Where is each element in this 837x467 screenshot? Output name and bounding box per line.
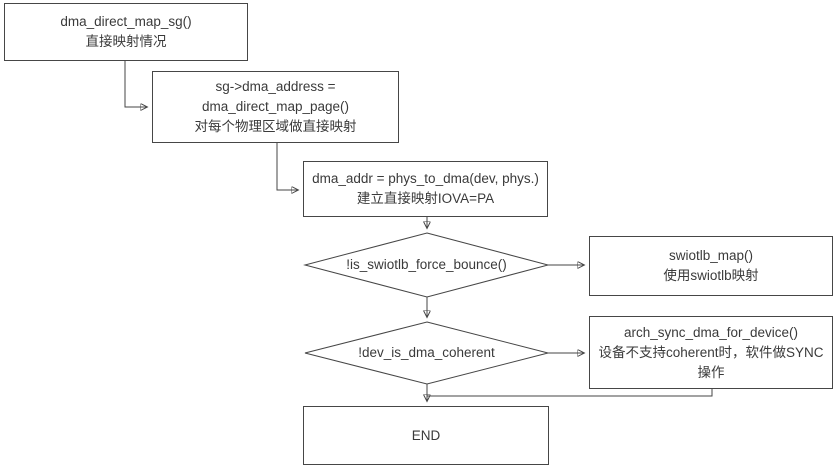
node-phys-to-dma: dma_addr = phys_to_dma(dev, phys.) 建立直接映…: [303, 161, 548, 217]
node-phys-to-dma-desc: 建立直接映射IOVA=PA: [356, 191, 495, 206]
edge-arch-sync-to-end: [427, 389, 713, 397]
node-end: END: [303, 406, 549, 465]
node-arch-sync: arch_sync_dma_for_device() 设备不支持coherent…: [589, 316, 833, 389]
node-swiotlb-map-desc: 使用swiotlb映射: [663, 268, 759, 283]
node-map-page-code-2: dma_direct_map_page(): [201, 99, 350, 114]
node-map-page-code-1: sg->dma_address =: [215, 79, 336, 94]
node-swiotlb-map-code: swiotlb_map(): [668, 248, 754, 263]
edge-start-to-map-page: [124, 61, 147, 107]
node-end-label: END: [411, 427, 441, 443]
node-start-desc: 直接映射情况: [85, 34, 167, 49]
node-map-page-desc: 对每个物理区域做直接映射: [194, 119, 357, 134]
node-swiotlb-decision-label: !is_swiotlb_force_bounce(): [346, 257, 507, 272]
node-arch-sync-code: arch_sync_dma_for_device(): [623, 324, 799, 340]
edge-map-page-to-phys-to-dma: [276, 143, 298, 190]
node-phys-to-dma-code: dma_addr = phys_to_dma(dev, phys.): [312, 171, 539, 186]
node-swiotlb-map: swiotlb_map() 使用swiotlb映射: [589, 236, 833, 296]
node-arch-sync-desc: 设备不支持coherent时，软件做SYNC操作: [598, 344, 824, 380]
node-coherent-decision: !dev_is_dma_coherent: [305, 322, 548, 384]
node-coherent-decision-label: !dev_is_dma_coherent: [358, 345, 495, 360]
node-swiotlb-decision: !is_swiotlb_force_bounce(): [305, 233, 548, 297]
node-map-page: sg->dma_address = dma_direct_map_page() …: [152, 71, 399, 143]
node-start-code: dma_direct_map_sg(): [60, 14, 192, 29]
node-start: dma_direct_map_sg() 直接映射情况: [4, 3, 248, 61]
